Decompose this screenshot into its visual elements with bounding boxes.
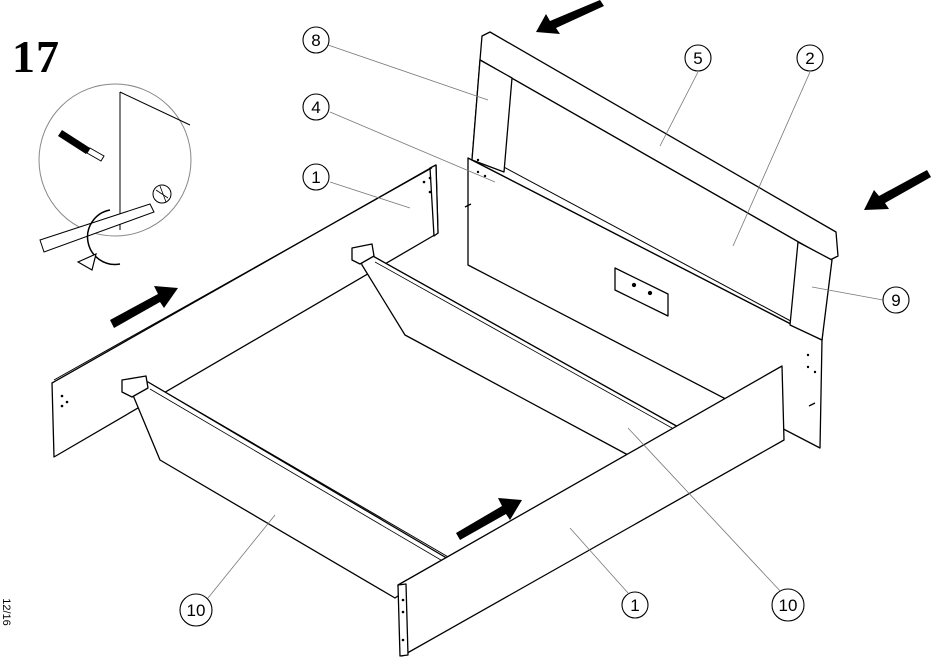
callout-8: 8 <box>311 31 320 50</box>
callout-1-front: 1 <box>630 596 639 615</box>
arrow-top-headboard-icon <box>536 0 604 34</box>
callout-4: 4 <box>311 98 320 117</box>
callout-9: 9 <box>891 291 900 310</box>
support-rail-front <box>122 376 450 598</box>
callout-10-back: 10 <box>779 596 798 615</box>
callout-1-back: 1 <box>311 168 320 187</box>
callout-2: 2 <box>805 49 814 68</box>
callout-5: 5 <box>693 49 702 68</box>
screw-detail-inset <box>39 84 191 270</box>
arrow-right-headboard-icon <box>864 170 931 210</box>
side-pad-9 <box>790 242 832 340</box>
side-pad-8 <box>472 60 512 172</box>
callout-10-front: 10 <box>187 601 206 620</box>
